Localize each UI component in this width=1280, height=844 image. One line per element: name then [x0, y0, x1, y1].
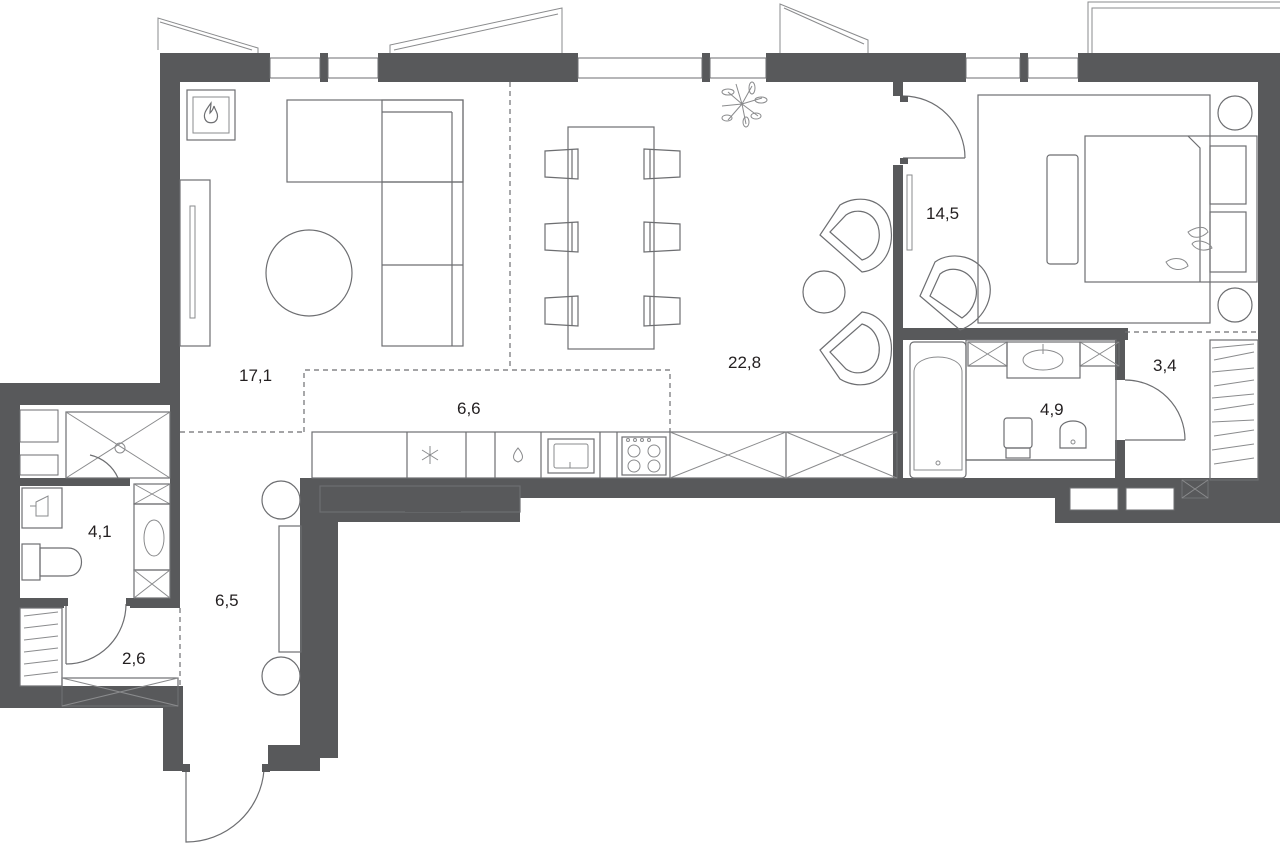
- nightstand: [1217, 95, 1253, 131]
- dining-area: [544, 81, 892, 386]
- nightstand: [1217, 287, 1253, 323]
- bed: [1046, 135, 1258, 283]
- zone-dividers: [179, 82, 1258, 686]
- hall: [182, 480, 302, 843]
- sink-icon: [547, 438, 595, 474]
- area-bathroom: 4,9: [1040, 400, 1064, 419]
- wardrobe: [1209, 339, 1259, 481]
- bedroom-tv: [906, 174, 913, 251]
- area-dressing: 3,4: [1153, 356, 1177, 375]
- fireplace-icon: [203, 101, 219, 124]
- wc-sink-counter: [133, 503, 171, 571]
- bedroom: [900, 94, 1258, 331]
- bedroom-door[interactable]: [902, 95, 966, 159]
- wardrobe-outline: [977, 94, 1211, 324]
- shower-door[interactable]: [89, 454, 119, 479]
- fridge-icon: [421, 446, 439, 464]
- cooktop-icon: [621, 436, 667, 476]
- balcony-railings: [157, 1, 1280, 55]
- storage-door[interactable]: [65, 603, 127, 665]
- dining-table: [567, 126, 655, 350]
- plant-icon: [721, 81, 768, 128]
- area-kitchen-zone: 6,6: [457, 399, 481, 418]
- tv-console: [179, 179, 211, 347]
- fireplace: [186, 89, 236, 141]
- dining-chairs: [544, 148, 681, 327]
- washing-machine-icon: [21, 487, 63, 529]
- area-labels: 17,1 22,8 6,6 14,5 4,9 3,4 4,1 2,6 6,5: [88, 204, 1177, 668]
- bidet-icon: [1059, 420, 1087, 449]
- area-storage: 2,6: [122, 649, 146, 668]
- kitchen-counter: [311, 431, 898, 479]
- kitchen: [311, 431, 898, 513]
- bench: [278, 525, 302, 653]
- bathroom: [909, 339, 1120, 479]
- sink-icon: [1006, 341, 1081, 379]
- pouf: [261, 480, 301, 520]
- armchair: [919, 255, 991, 331]
- toilet-icon: [21, 543, 83, 581]
- living-room: [179, 89, 464, 347]
- lounge-chairs: [802, 198, 892, 386]
- area-kitchen-dining: 22,8: [728, 353, 761, 372]
- toilet-icon: [1003, 417, 1033, 459]
- entrance-door[interactable]: [185, 769, 265, 843]
- area-bedroom: 14,5: [926, 204, 959, 223]
- walls: [0, 53, 1280, 771]
- dressing-door[interactable]: [1124, 379, 1186, 441]
- tv: [189, 205, 196, 319]
- area-wc: 4,1: [88, 522, 112, 541]
- pouf: [261, 656, 301, 696]
- sofa: [286, 99, 464, 347]
- coffee-table: [265, 229, 353, 317]
- storage-room: [19, 598, 179, 707]
- water-tap-icon: [513, 447, 523, 463]
- sink-icon: [143, 519, 165, 557]
- wc-room: [21, 411, 171, 599]
- windows: [19, 57, 1175, 511]
- area-hall: 6,5: [215, 591, 239, 610]
- area-living: 17,1: [239, 366, 272, 385]
- dressing-room: [1124, 339, 1259, 499]
